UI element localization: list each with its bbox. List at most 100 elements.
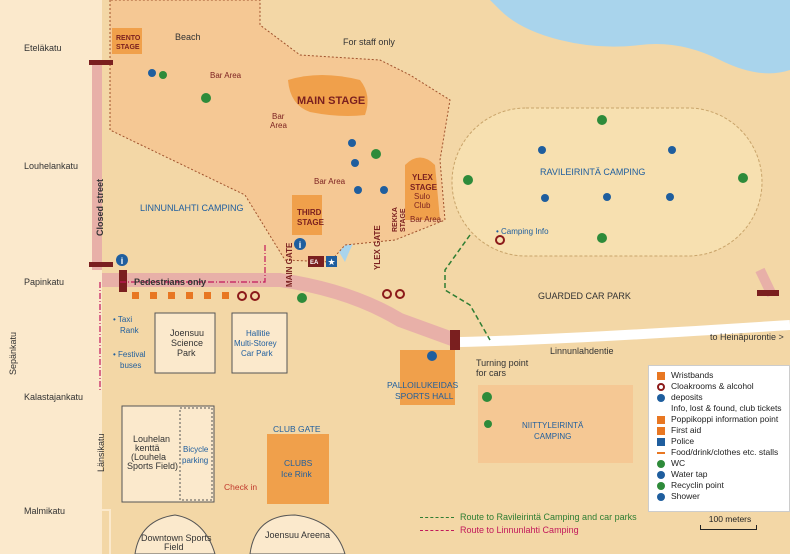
label-bar-area-1: Bar Area: [210, 71, 242, 80]
label-main-gate: MAIN GATE: [285, 242, 294, 287]
label-camping-info: • Camping Info: [496, 227, 549, 236]
wristband-icon: [186, 292, 193, 299]
street-kalastajankatu: Kalastajankatu: [24, 392, 83, 402]
legend-row-wc: WC: [657, 458, 685, 469]
label-sulo-2: Club: [414, 201, 431, 210]
info-icon: [116, 254, 128, 266]
route-ravileirinta: Route to Ravileirintä Camping and car pa…: [420, 512, 637, 525]
wristband-points: [132, 292, 229, 299]
label-beach: Beach: [175, 32, 201, 42]
gate-bar-south: [89, 262, 113, 267]
lake-north: [490, 0, 790, 74]
west-street-strip: [0, 0, 102, 554]
legend-label: WC: [671, 458, 686, 468]
route-label: Route to Linnunlahti Camping: [460, 525, 579, 535]
legend-row-poppikoppi: Poppikoppi information point: [657, 414, 778, 425]
label-pedestrians-only: Pedestrians only: [134, 277, 206, 287]
cloakroom-icon: [237, 291, 247, 301]
legend-row-first-aid: First aid: [657, 425, 701, 436]
legend-label: Poppikoppi information point: [671, 414, 779, 424]
legend-label: deposits: [671, 392, 703, 402]
water-tap-icon: [538, 146, 546, 154]
label-guarded-car-park: GUARDED CAR PARK: [538, 291, 631, 301]
gate-bar-north: [89, 60, 113, 65]
street-sepankatu: Sepänkatu: [8, 332, 18, 375]
legend-label: First aid: [671, 425, 702, 435]
police-icon-glyph: ★: [327, 257, 335, 267]
route-line-green: [420, 517, 454, 519]
cloakroom-icon: [250, 291, 260, 301]
label-louhelan-2: kenttä: [135, 443, 160, 453]
route-linnunlahti: Route to Linnunlahti Camping: [420, 525, 637, 538]
label-clubs-1: CLUBS: [284, 458, 313, 468]
info-icon: [657, 393, 665, 402]
wc-icon: [201, 93, 211, 103]
first-aid-marker: [308, 256, 324, 267]
water-tap-icon: [148, 69, 156, 77]
gate-bar-papinkatu: [119, 270, 127, 292]
police-icon: [326, 256, 337, 267]
label-rekka-2: STAGE: [400, 208, 407, 232]
ylex-stage-shape: [405, 157, 440, 220]
label-hallitie-2: Multi-Storey: [234, 339, 277, 348]
wristband-icon: [132, 292, 139, 299]
legend-label: Cloakrooms & alcohol: [671, 381, 754, 391]
label-niittyleirinta-2: CAMPING: [534, 432, 571, 441]
clubs-ice-rink-building: [267, 434, 329, 504]
hallitie-building: [231, 312, 288, 374]
wristband-icon: [150, 292, 157, 299]
festival-area: [109, 0, 451, 263]
poppikoppi-icon: [657, 415, 665, 424]
legend-row-cloakroom: Cloakrooms & alcohol: [657, 381, 754, 392]
label-third-stage-2: STAGE: [297, 218, 325, 227]
cloakroom-icon: [495, 235, 505, 245]
label-hallitie-1: Hallitie: [246, 329, 271, 338]
water-tap-icon: [666, 193, 674, 201]
downtown-sports-field: [134, 514, 216, 554]
label-ylex-2: STAGE: [410, 183, 438, 192]
legend-row-wristbands: Wristbands: [657, 370, 713, 381]
info-icon: [294, 238, 306, 250]
water-tap-icon: [603, 193, 611, 201]
scale-bar: 100 meters: [700, 514, 760, 530]
legend-label: Police: [671, 436, 695, 446]
legend-label: Shower: [671, 491, 700, 501]
wc-icon: [657, 459, 665, 468]
pink-route-1: [120, 245, 266, 283]
label-main-stage: MAIN STAGE: [297, 95, 365, 107]
first-aid-icon: [657, 426, 665, 435]
label-taxi-1: • Taxi: [113, 315, 132, 324]
legend: Wristbands Cloakrooms & alcohol deposits…: [648, 365, 790, 512]
pedestrian-road: [102, 273, 458, 347]
label-for-staff-only: For staff only: [343, 37, 395, 47]
label-bar-area-2b: Area: [270, 121, 287, 130]
label-third-stage-1: THIRD: [297, 208, 322, 217]
legend-row-stalls: Food/drink/clothes etc. stalls: [657, 447, 778, 458]
label-niittyleirinta-1: NIITTYLEIRINTÄ: [522, 421, 584, 430]
label-rento-2: STAGE: [116, 44, 140, 51]
legend-label: Wristbands: [671, 370, 714, 380]
label-bicycle-2: parking: [182, 456, 208, 465]
street-malmikatu: Malmikatu: [24, 506, 65, 516]
label-areena: Joensuu Areena: [265, 530, 330, 540]
route-label: Route to Ravileirintä Camping and car pa…: [460, 512, 637, 522]
street-lansikatu: Länsikatu: [96, 433, 106, 472]
label-science-park-2: Science: [171, 338, 203, 348]
label-science-park-3: Park: [177, 348, 196, 358]
wristband-icon: [168, 292, 175, 299]
label-rento-1: RENTO: [116, 35, 141, 42]
legend-row-shower: Shower: [657, 491, 700, 502]
water-tap-icon: [354, 186, 362, 194]
wristband-icon: [657, 371, 665, 380]
legend-row-recycling: Recyclin point: [657, 480, 724, 491]
route-legend: Route to Ravileirintä Camping and car pa…: [420, 512, 637, 538]
street-etelakatu: Eteläkatu: [24, 43, 62, 53]
label-ea: EA: [310, 260, 319, 266]
wc-icon: [597, 233, 607, 243]
joensuu-areena-building: [249, 514, 346, 554]
street-closed: Closed street: [95, 179, 105, 236]
wc-icon: [738, 173, 748, 183]
wc-icon: [297, 293, 307, 303]
label-palloilukeidas-2: SPORTS HALL: [395, 391, 454, 401]
